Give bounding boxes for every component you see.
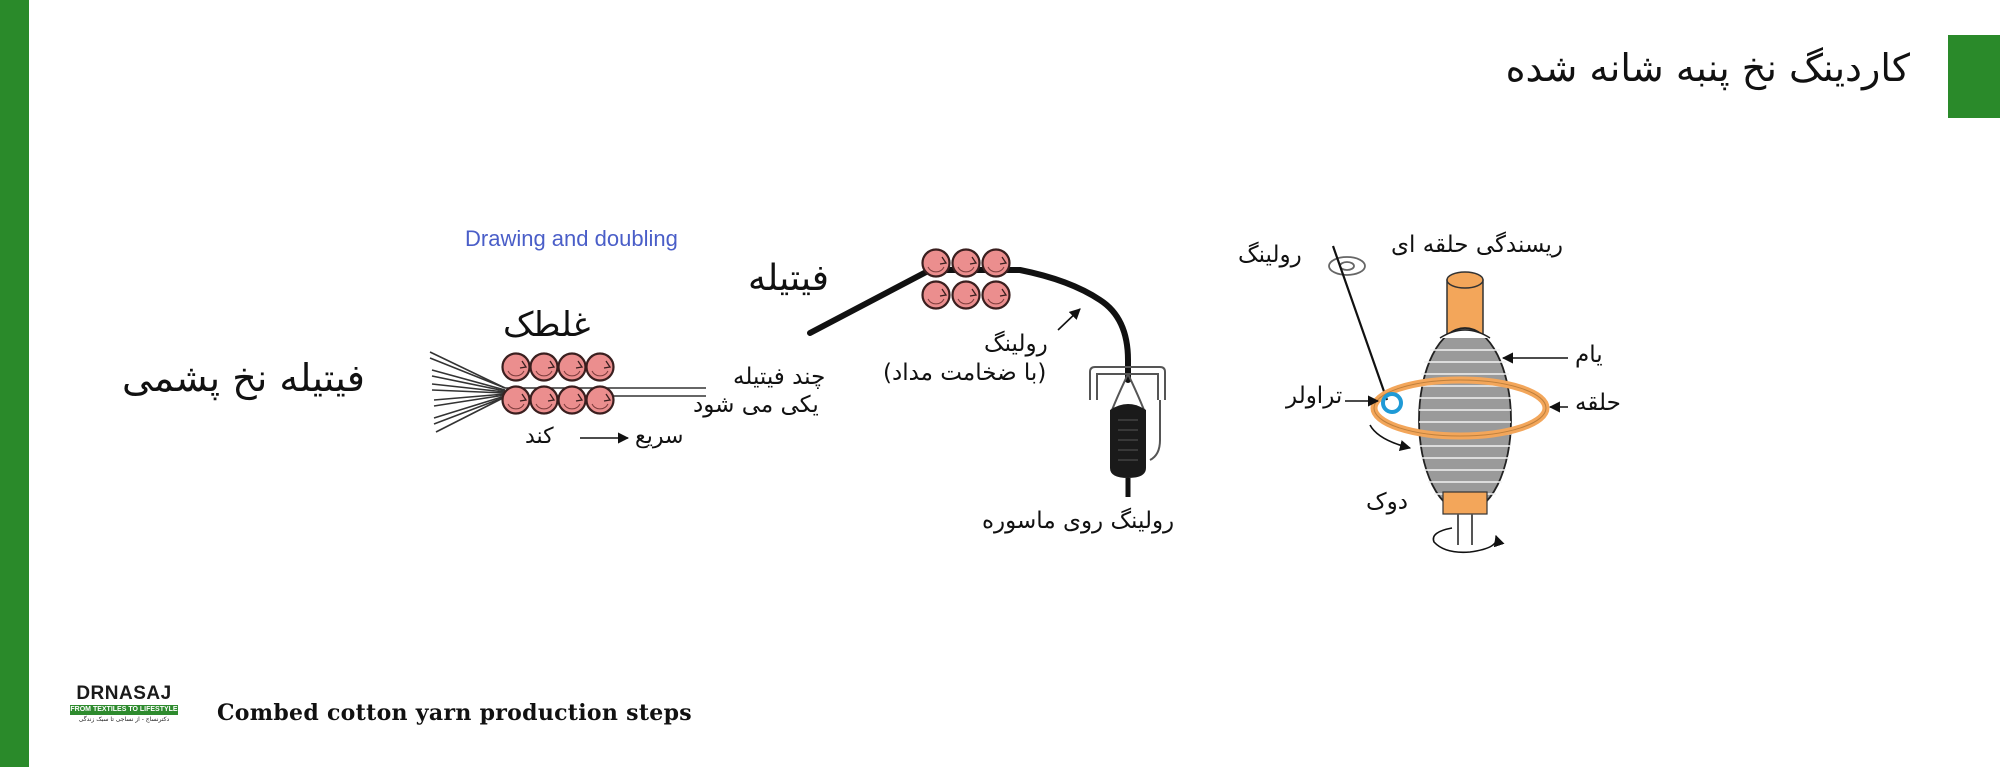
- sliver-line: [807, 267, 1131, 383]
- ring-label: حلقه: [1575, 390, 1621, 416]
- spindle-label: دوک: [1366, 489, 1408, 515]
- roving-label-1: رولینگ: [984, 331, 1048, 357]
- rollers-label: غلطک: [503, 305, 591, 345]
- sliver-label: فیتیله: [748, 258, 830, 299]
- roving-label-2: (با ضخامت مداد): [883, 360, 1047, 386]
- right-accent-block: [1948, 35, 2000, 118]
- yarn-label: یام: [1575, 342, 1603, 368]
- logo-subtitle: دکترنساج - از نساجی تا سبک زندگی: [78, 716, 170, 723]
- combine-label-2: یکی می شود: [693, 392, 819, 418]
- drawing-caption: Drawing and doubling: [465, 226, 678, 251]
- ring-spinning: [1328, 245, 1568, 554]
- slide-title: کاردینگ نخ پنبه شانه شده: [1505, 46, 1910, 90]
- speed-slow-label: کند: [525, 424, 554, 449]
- roving-bobbin: [1110, 404, 1146, 497]
- ring-roving-label: رولینگ: [1238, 242, 1302, 268]
- logo-tagline: FROM TEXTILES TO LIFESTYLE: [70, 705, 178, 715]
- roving-bobbin-label: رولینگ روی ماسوره: [982, 508, 1175, 534]
- roving-rollers: [921, 248, 1011, 310]
- traveller-label: تراولر: [1286, 383, 1343, 409]
- wool-sliver-label: فیتیله نخ پشمی: [122, 356, 365, 400]
- drnasaj-logo: DRNASAJ FROM TEXTILES TO LIFESTYLE دکترن…: [70, 684, 178, 725]
- speed-fast-label: سریع: [635, 424, 684, 449]
- flyer: [1089, 366, 1166, 461]
- footer-caption: Combed cotton yarn production steps: [217, 700, 692, 726]
- left-accent-bar: [0, 0, 29, 767]
- ring-spinning-title: ریسندگی حلقه ای: [1391, 232, 1563, 258]
- drawing-rollers: [501, 352, 615, 415]
- logo-wordmark: DRNASAJ: [76, 683, 172, 704]
- combine-label-1: چند فیتیله: [733, 364, 826, 390]
